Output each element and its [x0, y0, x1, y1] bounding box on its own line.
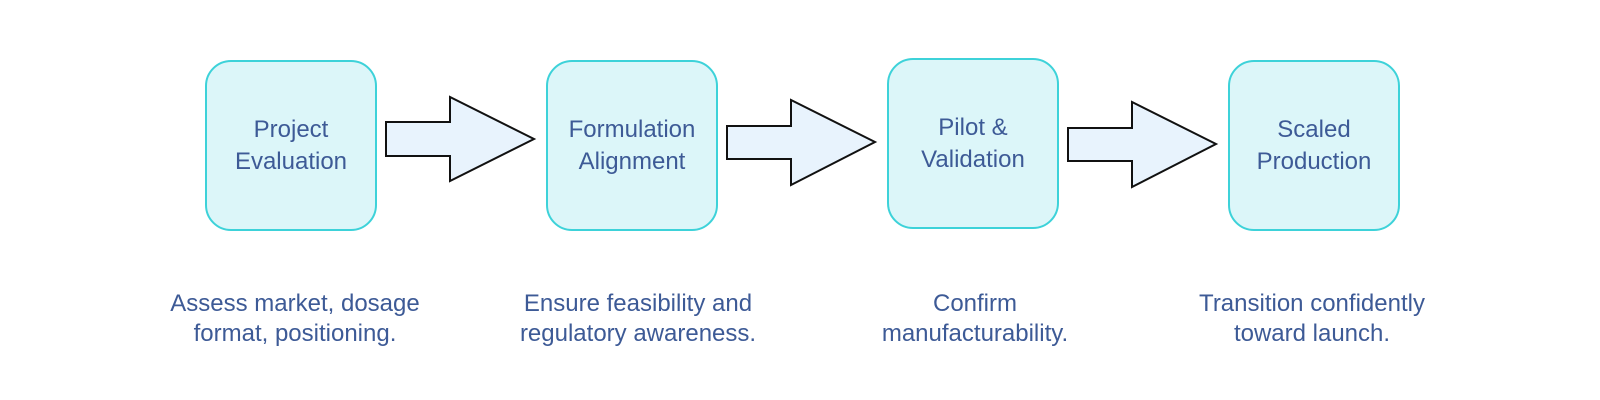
step-title: Scaled Production [1256, 115, 1372, 175]
step-box-scaled-production: Scaled Production [1228, 60, 1400, 231]
right-arrow-icon [726, 98, 878, 187]
step-description: Confirm manufacturability. [881, 290, 1069, 347]
right-arrow-icon [385, 95, 537, 183]
step-box-project-evaluation: Project Evaluation [205, 60, 377, 231]
step-title: Project Evaluation [234, 115, 348, 175]
step-title: Formulation Alignment [568, 115, 696, 175]
step-title: Pilot & Validation [921, 113, 1025, 173]
step-description: Ensure feasibility and regulatory awaren… [519, 290, 757, 347]
step-description: Transition confidently toward launch. [1199, 290, 1425, 347]
right-arrow-icon [1067, 100, 1219, 189]
step-box-pilot-validation: Pilot & Validation [887, 58, 1059, 229]
step-box-formulation-alignment: Formulation Alignment [546, 60, 718, 231]
step-description: Assess market, dosage format, positionin… [170, 290, 420, 347]
